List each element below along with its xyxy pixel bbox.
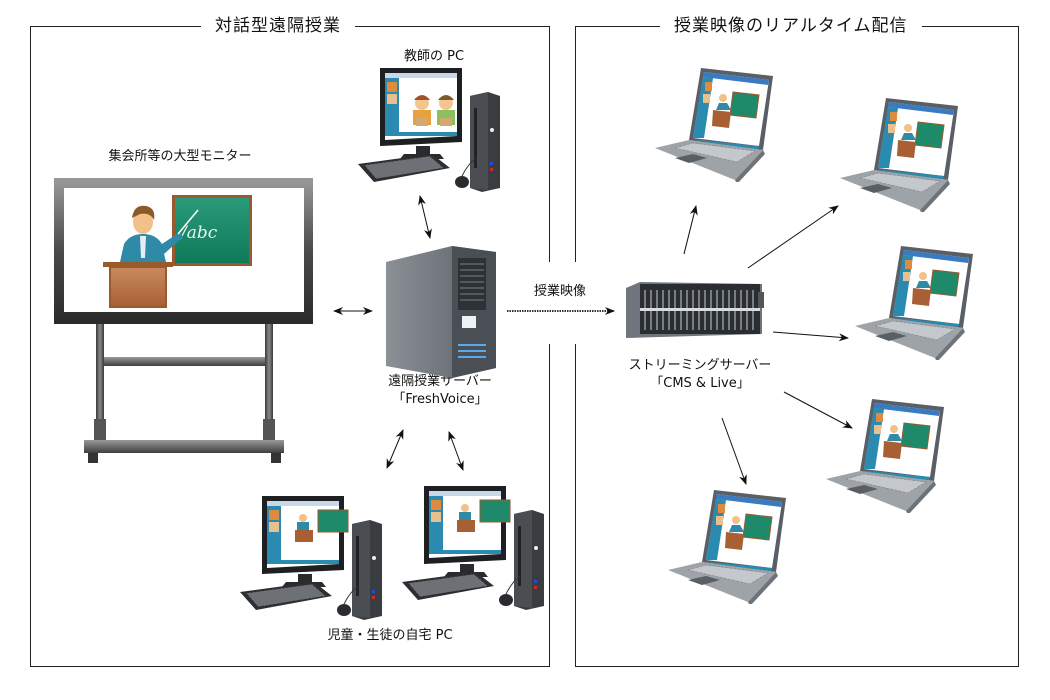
laptop-1 [655,67,774,182]
remote-class-server-name: 遠隔授業サーバー [388,374,492,389]
remote-class-server-product: 「FreshVoice」 [392,392,488,407]
streaming-server-icon [626,282,764,338]
wheel-right [271,453,281,463]
left-panel-title: 対話型遠隔授業 [201,13,355,39]
remote-class-server-icon [386,246,496,378]
chalkboard [175,198,249,263]
arrow-to-laptop-5 [721,417,747,485]
desk-top [103,262,173,267]
student-pc-1 [240,495,383,621]
teacher-figure-icon [120,205,199,262]
teacher-pc [358,67,501,193]
remote-class-server-label: 遠隔授業サーバー 「FreshVoice」 [370,373,510,409]
panel-gap-mask [540,262,585,344]
stand-leg-left [96,324,104,424]
large-monitor-label: 集会所等の大型モニター [108,149,252,164]
laptop-2 [840,97,959,212]
laptop-4 [826,398,945,513]
arrow-server-student-pc-2 [448,431,464,471]
wheel-left [88,453,98,463]
realtime-distribution-panel: 授業映像のリアルタイム配信 [575,13,1019,667]
arrow-to-laptop-1 [683,205,698,255]
desk [109,266,167,308]
flow-arrow-label: 授業映像 [533,284,586,299]
stand-crossbar [104,357,265,366]
laptop-5 [668,489,787,604]
student-pc-label: 児童・生徒の自宅 PC [327,628,453,643]
student-pc-2 [402,485,545,611]
stand-leg-right [265,324,273,424]
streaming-server-name: ストリーミングサーバー [628,358,772,373]
streaming-server-product: 「CMS & Live」 [650,376,750,391]
interactive-remote-class-panel: 対話型遠隔授業 [30,13,550,667]
stand-base [84,440,284,453]
right-panel-title: 授業映像のリアルタイム配信 [660,13,922,39]
arrow-to-laptop-4 [783,391,853,429]
arrow-server-student-pc-1 [386,429,404,469]
arrow-to-laptop-3 [772,331,849,342]
arrow-teacher-pc-server [418,195,432,239]
chalkboard-text: /abc [179,223,218,243]
streaming-server-label: ストリーミングサーバー 「CMS & Live」 [620,357,780,393]
laptop-3 [855,245,974,360]
arrow-to-laptop-2 [747,205,839,269]
large-monitor: /abc [54,178,313,463]
teacher-pc-label: 教師の PC [403,49,465,64]
students-on-screen-icon [413,95,455,126]
